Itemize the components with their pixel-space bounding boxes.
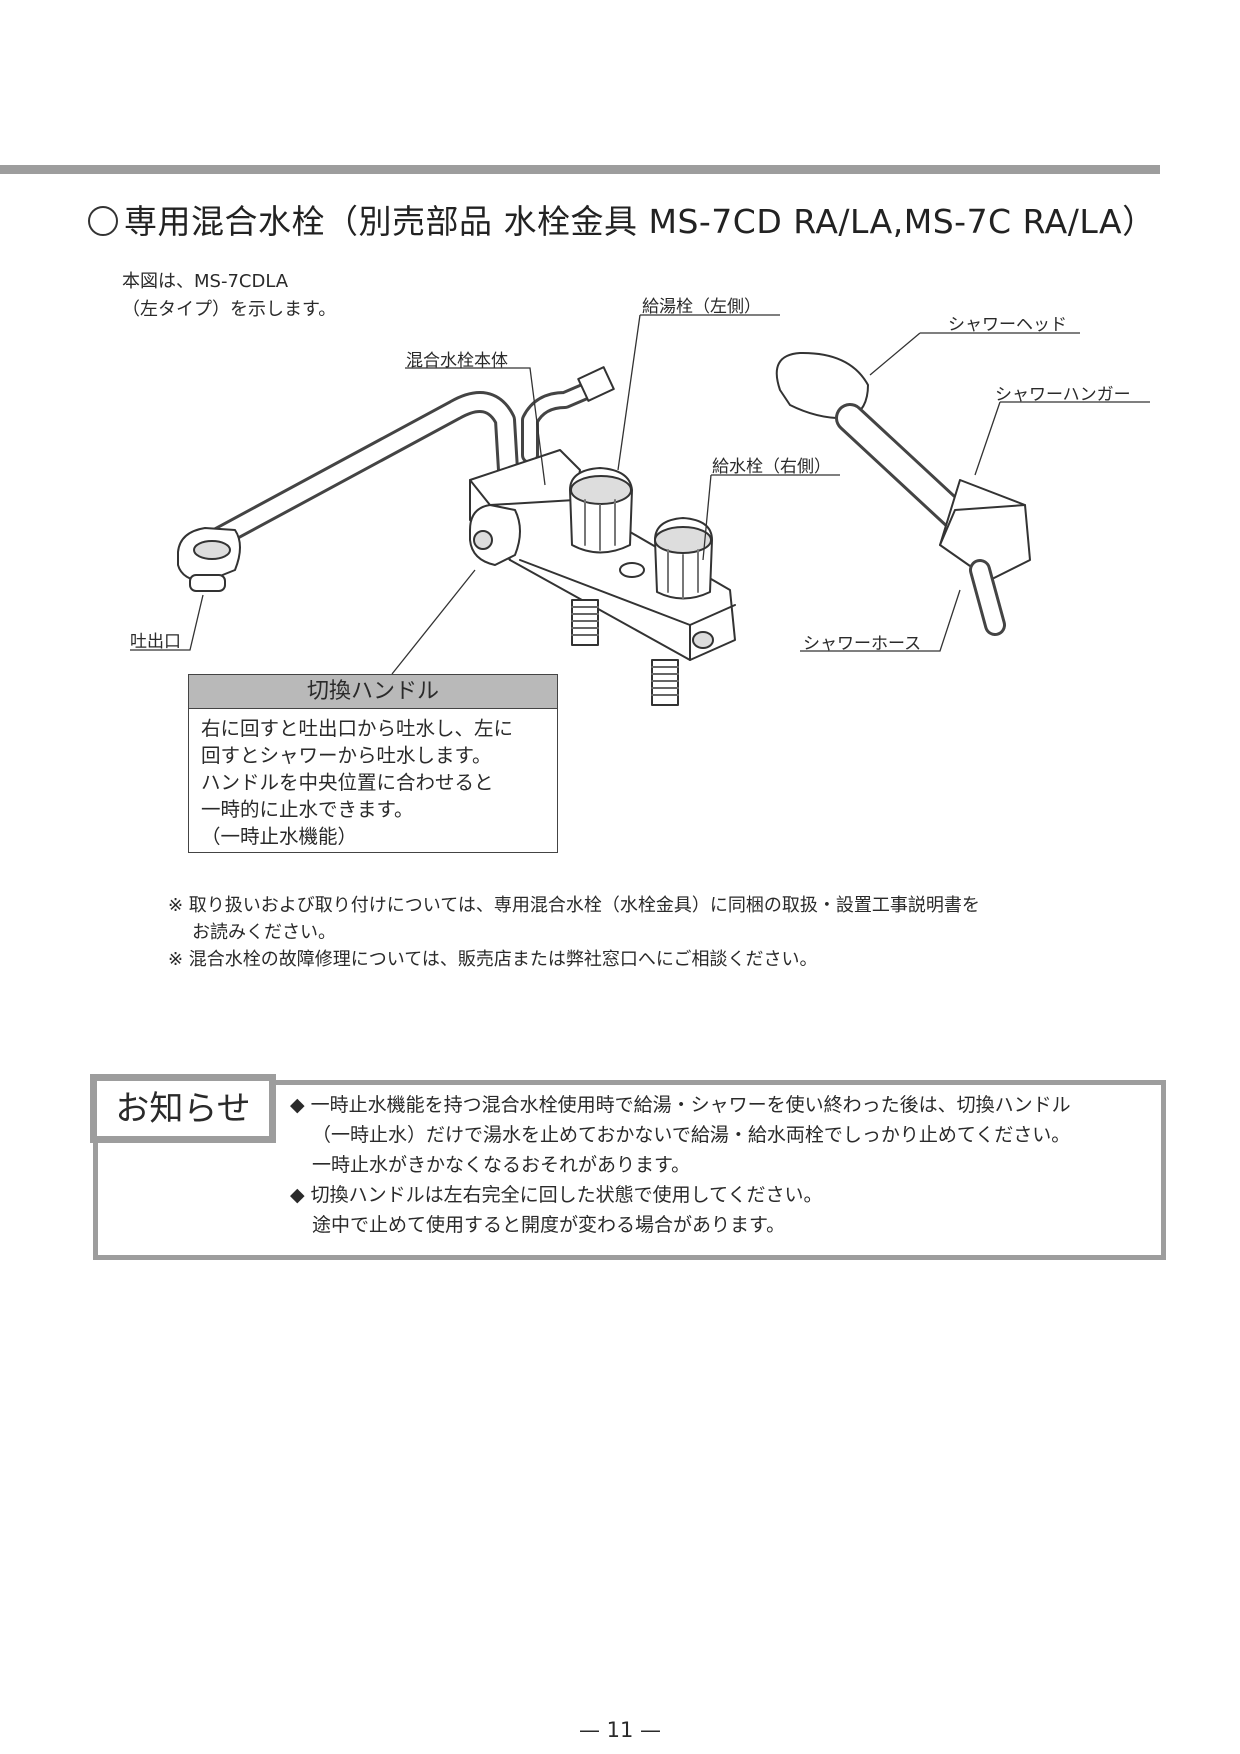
callout-cold-valve: 給水栓（右側）	[712, 457, 831, 477]
notes: ※ 取り扱いおよび取り付けについては、専用混合水栓（水栓金具）に同梱の取扱・設置…	[168, 895, 980, 970]
top-rule	[0, 165, 1160, 174]
circle-bullet-icon	[88, 206, 118, 236]
section-title: 専用混合水栓（別売部品 水栓金具 MS-7CD RA/LA,MS-7C RA/L…	[88, 195, 1156, 243]
callout-shower-head: シャワーヘッド	[948, 315, 1067, 335]
switch-handle-title: 切換ハンドル	[189, 675, 557, 709]
switch-handle-description: 右に回すと吐出口から吐水し、左に 回すとシャワーから吐水します。 ハンドルを中央…	[201, 717, 514, 848]
switch-handle-box: 切換ハンドル 右に回すと吐出口から吐水し、左に 回すとシャワーから吐水します。 …	[188, 674, 558, 853]
callout-shower-hanger: シャワーハンガー	[995, 385, 1131, 405]
faucet-illustration	[130, 314, 1150, 706]
callout-spout: 吐出口	[130, 632, 181, 652]
callout-hot-valve: 給湯栓（左側）	[642, 297, 761, 317]
info-label: お知らせ	[90, 1074, 276, 1143]
page-number: — 11 —	[578, 1718, 662, 1742]
figure-note: 本図は、MS-7CDLA （左タイプ）を示します。	[122, 271, 337, 320]
info-text: ◆ 一時止水機能を持つ混合水栓使用時で給湯・シャワーを使い終わった後は、切換ハン…	[290, 1094, 1071, 1236]
callout-shower-hose: シャワーホース	[803, 634, 922, 654]
callout-body: 混合水栓本体	[406, 351, 508, 371]
